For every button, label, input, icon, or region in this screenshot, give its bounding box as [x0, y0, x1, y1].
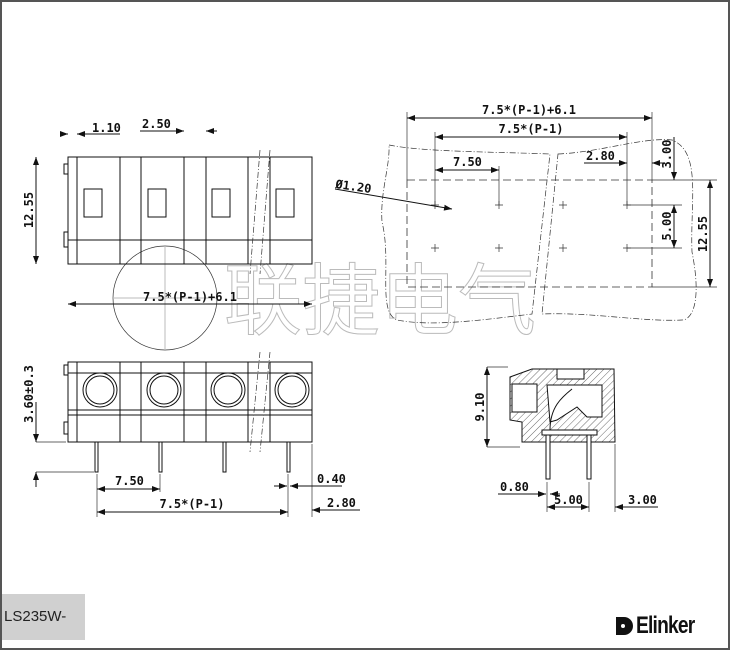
- dim-label: 7.5*(P-1): [498, 122, 563, 136]
- dim-label: 7.50: [453, 155, 482, 169]
- top-view: 1.10 2.50 12.55 7.5*(P-1)+6.1: [22, 117, 313, 307]
- dim-label: 5.00: [554, 493, 583, 507]
- dim-label: 5.00: [660, 212, 674, 241]
- dim-label: 3.00: [628, 493, 657, 507]
- dim-label: Ø1.20: [334, 177, 373, 196]
- dim-label: 2.80: [586, 149, 615, 163]
- front-view: 3.60±0.3 7.50 7.5*(P-1) 0.40 2.80: [22, 351, 360, 517]
- dim-label: 9.10: [473, 393, 487, 422]
- dim-label: 7.5*(P-1): [159, 497, 224, 511]
- dim-label: 7.5*(P-1)+6.1: [482, 103, 576, 117]
- dim-label: 1.10: [92, 121, 121, 135]
- pcb-layout-view: 7.5*(P-1)+6.1 7.5*(P-1) 7.50 2.80 3.00 5…: [334, 103, 717, 324]
- dim-label: 2.80: [327, 496, 356, 510]
- dim-label: 7.50: [115, 474, 144, 488]
- dim-label: 0.80: [500, 480, 529, 494]
- dim-label: 3.60±0.3: [22, 365, 36, 423]
- dim-label: 7.5*(P-1)+6.1: [143, 290, 237, 304]
- dim-label: 2.50: [142, 117, 171, 131]
- dim-label: 12.55: [22, 192, 36, 228]
- side-section-view: 9.10 0.80 5.00 3.00: [473, 366, 658, 512]
- logo-icon: [616, 617, 633, 635]
- dim-label: 12.55: [696, 216, 710, 252]
- dim-label: 0.40: [317, 472, 346, 486]
- watermark-text: 联捷电气: [224, 257, 536, 347]
- brand-name: Elinker: [636, 612, 695, 639]
- brand-logo: Elinker: [614, 612, 709, 640]
- model-number-label: LS235W-7.5: [2, 594, 85, 640]
- dim-label: 3.00: [660, 140, 674, 169]
